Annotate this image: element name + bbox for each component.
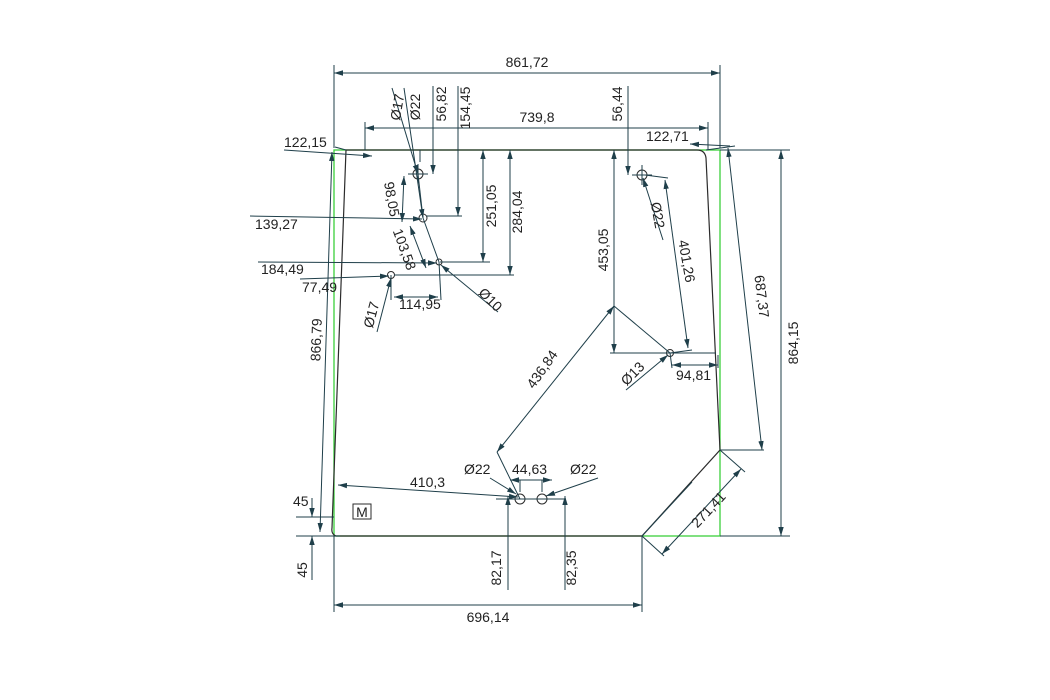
dimension-labels: 861,72 739,8 696,14 864,15 866,79 687,37… <box>255 54 801 625</box>
dim-hole-left-x: 77,49 <box>302 279 337 295</box>
dim-overall-height: 864,15 <box>785 321 801 364</box>
dim-spacing-b: 103,58 <box>390 226 420 272</box>
dim-bottom-hole-x: 410,3 <box>410 474 445 490</box>
dim-center-diag: 436,84 <box>523 347 561 391</box>
mark-label: M <box>356 504 368 520</box>
dim-hole-r2-dia: Ø13 <box>617 358 647 388</box>
dim-hole-left-y2: 184,49 <box>261 261 304 277</box>
dim-offset-top: 45 <box>293 493 309 509</box>
dim-bottom-hole-l-dia: Ø22 <box>464 461 491 477</box>
dim-bottom-hole-r-y: 82,35 <box>563 550 579 585</box>
dim-bottom-hole-spacing: 44,63 <box>512 461 547 477</box>
dim-bottom-width: 696,14 <box>467 609 510 625</box>
dim-top-left-corner: 122,15 <box>284 134 327 150</box>
dim-hole1-y: 154,45 <box>457 86 473 129</box>
dim-top-right-corner: 122,71 <box>646 128 689 144</box>
dim-hole-r-dia: Ø22 <box>648 201 668 230</box>
dim-bottom-hole-l-y: 82,17 <box>488 550 504 585</box>
dim-spacing-c: 114,95 <box>399 296 441 312</box>
dimension-lines <box>249 65 790 612</box>
dim-hole-left-dia: Ø17 <box>360 300 382 330</box>
dim-hole2-y: 251,05 <box>483 184 499 227</box>
dim-hole-left-y1: 139,27 <box>255 216 298 232</box>
mark-box <box>352 503 372 520</box>
dim-hole-r-x: 56,44 <box>609 86 625 121</box>
dim-hole3-y: 284,04 <box>509 190 525 233</box>
dim-hole2-dia: Ø17 <box>387 93 407 122</box>
dim-hole-r-diag: 401,26 <box>675 239 698 284</box>
dim-top-width: 739,8 <box>519 109 554 125</box>
dim-chamfer: 271,41 <box>688 488 729 530</box>
dim-hole-small-dia: Ø10 <box>476 284 506 314</box>
dim-overall-width: 861,72 <box>506 54 549 70</box>
dim-hole1-dia: Ø22 <box>407 94 423 121</box>
holes <box>387 164 674 505</box>
dim-hole1-x: 56,82 <box>433 86 449 121</box>
dim-hole-r-y: 453,05 <box>595 228 611 271</box>
dim-right-upper-edge: 687,37 <box>751 274 772 319</box>
dim-spacing-a: 98,05 <box>381 180 403 217</box>
dim-left-edge: 866,79 <box>307 318 324 362</box>
dim-bottom-hole-r-dia: Ø22 <box>570 461 597 477</box>
dim-hole-r2-x: 94,81 <box>676 367 711 383</box>
dim-offset-bottom: 45 <box>294 562 310 578</box>
